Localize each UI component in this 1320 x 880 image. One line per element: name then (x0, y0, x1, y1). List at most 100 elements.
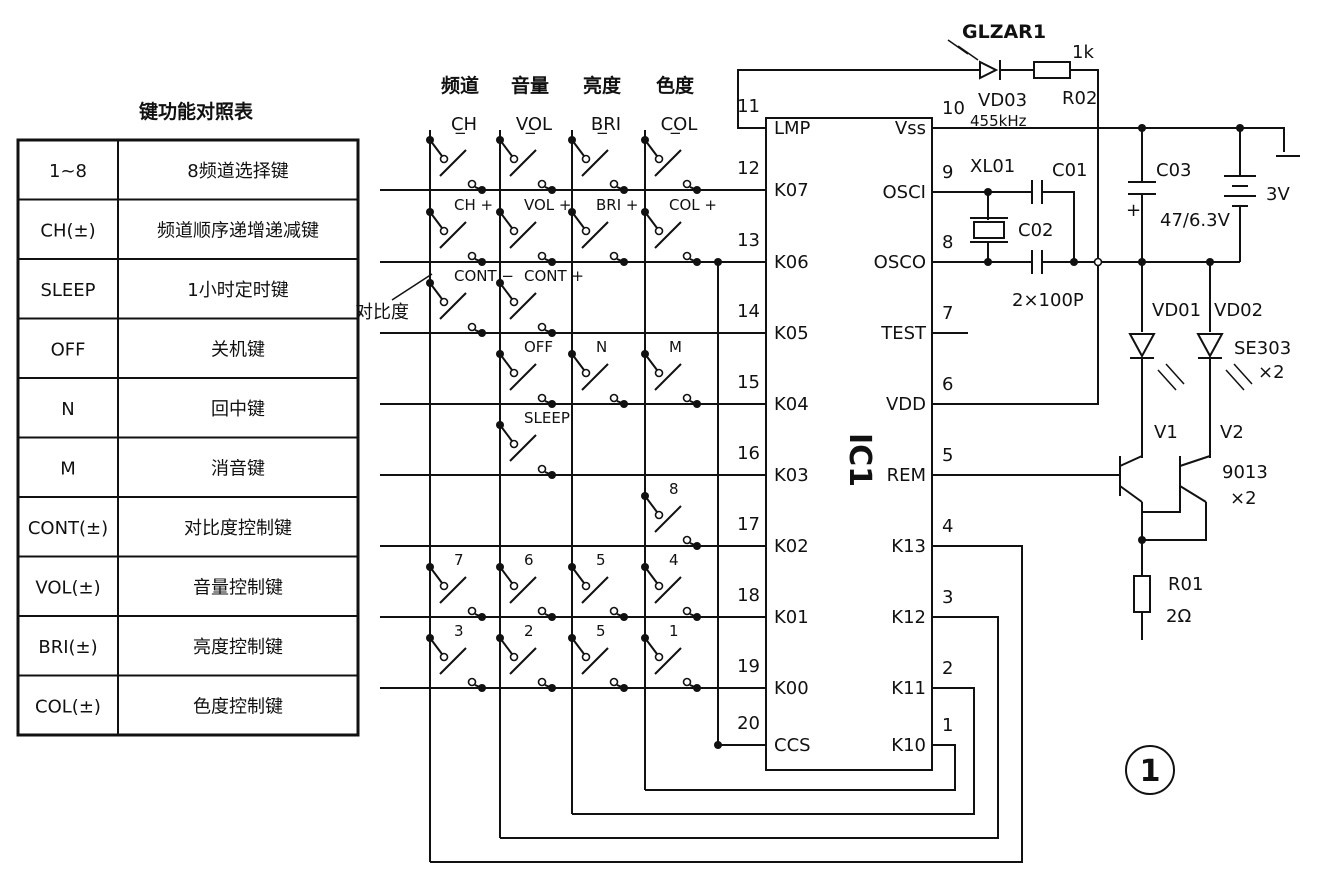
junction-dot (620, 684, 628, 692)
switch-blade (654, 576, 682, 604)
key-switch: 3 (426, 622, 486, 692)
vd02-label: VD02 (1214, 300, 1263, 321)
switch-contact (682, 677, 692, 687)
ic-pin-number: 6 (942, 374, 953, 395)
junction-dot (693, 542, 701, 550)
switch-contact (537, 606, 547, 616)
return-wire-k12 (500, 616, 999, 839)
led-emission-arrow (957, 45, 979, 61)
switch-label: COL + (669, 196, 717, 214)
switch-blade (509, 434, 537, 462)
table-title: 键功能对照表 (138, 100, 254, 123)
vd01-diode (1128, 333, 1156, 359)
switch-label: 7 (454, 551, 464, 569)
switch-contact (509, 368, 519, 378)
junction-dot (620, 258, 628, 266)
switch-label: M (669, 338, 682, 356)
freq-label: 455kHz (970, 112, 1027, 130)
ic-pin-number: 16 (737, 443, 760, 464)
ic1: IC1 11LMP12K0713K0614K0515K0416K0317K021… (737, 96, 968, 771)
switch-contact (467, 251, 477, 261)
ic-pin-name: K01 (774, 607, 809, 628)
switch-blade (509, 576, 537, 604)
switch-contact (509, 652, 519, 662)
ic-pin-number: 19 (737, 656, 760, 677)
switch-label: 1 (669, 622, 679, 640)
key-switch: M (641, 338, 701, 408)
switch-contact (439, 652, 449, 662)
ic-pin-number: 1 (942, 715, 953, 736)
switch-blade (509, 292, 537, 320)
ic-pin-name: OSCI (883, 182, 926, 203)
ic-pin-name: K06 (774, 252, 809, 273)
switch-label: 5 (596, 622, 606, 640)
key-switch: − (496, 124, 556, 194)
table-desc-cell: 亮度控制键 (193, 637, 283, 658)
table-key-cell: N (61, 399, 74, 420)
switch-contact (654, 652, 664, 662)
c03-plus: + (1126, 200, 1141, 221)
ic-pin-name: VDD (886, 394, 926, 415)
key-switch: CH + (426, 196, 493, 266)
switch-contact (581, 652, 591, 662)
switch-blade (654, 647, 682, 675)
key-switch: − (641, 124, 701, 194)
switch-contact (439, 154, 449, 164)
ic-pin-number: 11 (737, 96, 760, 117)
junction-dot (548, 613, 556, 621)
ir-emission-arrow (1157, 369, 1177, 391)
figure-number-text: 1 (1140, 754, 1161, 789)
key-switch: − (426, 124, 486, 194)
r01-value: 2Ω (1166, 606, 1191, 627)
junction-dot (478, 613, 486, 621)
figure-circle (1125, 745, 1175, 795)
junction-dot (693, 613, 701, 621)
table-key-cell: CONT(±) (28, 518, 108, 539)
junction-dot (478, 258, 486, 266)
junction-dot (478, 186, 486, 194)
table-desc-cell: 音量控制键 (193, 578, 283, 599)
key-switch: OFF (496, 338, 556, 408)
vd02-diode (1196, 333, 1224, 359)
key-switch: CONT + (496, 267, 584, 337)
switch-contact (467, 179, 477, 189)
ic-pin-name: LMP (774, 118, 811, 139)
switch-contact (654, 226, 664, 236)
ir-driver: VD01 VD02 SE303 ×2 V1 V2 9013 ×2 R01 2Ω (932, 262, 1291, 640)
switch-contact (537, 179, 547, 189)
table-key-cell: COL(±) (35, 697, 101, 718)
switch-blade (439, 292, 467, 320)
contrast-pointer (391, 273, 433, 301)
switch-contact (609, 251, 619, 261)
switch-contact (467, 677, 477, 687)
switch-label: SLEEP (524, 409, 570, 427)
switch-label: BRI + (596, 196, 638, 214)
switch-blade (654, 363, 682, 391)
table-desc-cell: 对比度控制键 (184, 518, 292, 539)
ic-pin-name: K05 (774, 323, 809, 344)
ic-pin-number: 13 (737, 230, 760, 251)
switch-blade (654, 149, 682, 177)
switch-blade (509, 363, 537, 391)
table-key-cell: CH(±) (40, 221, 95, 242)
c01-label: C01 (1052, 160, 1087, 181)
junction-dot (620, 613, 628, 621)
junction-dot (984, 258, 992, 266)
ic1-body (765, 117, 933, 771)
vd01-label: VD01 (1152, 300, 1201, 321)
key-switch: COL + (641, 196, 717, 266)
matrix-header-cn: 频道 (441, 74, 479, 97)
junction-dot (693, 186, 701, 194)
ic-pin-number: 5 (942, 445, 953, 466)
r01-resistor (1133, 575, 1151, 613)
junction-dot (1138, 536, 1146, 544)
switch-blade (581, 149, 609, 177)
vss-rail (932, 127, 1285, 152)
switch-label: 5 (596, 551, 606, 569)
vdd-wire (932, 69, 1099, 405)
junction-dot (548, 186, 556, 194)
r02-value: 1k (1072, 42, 1094, 63)
matrix-header-cn: 亮度 (583, 74, 622, 97)
